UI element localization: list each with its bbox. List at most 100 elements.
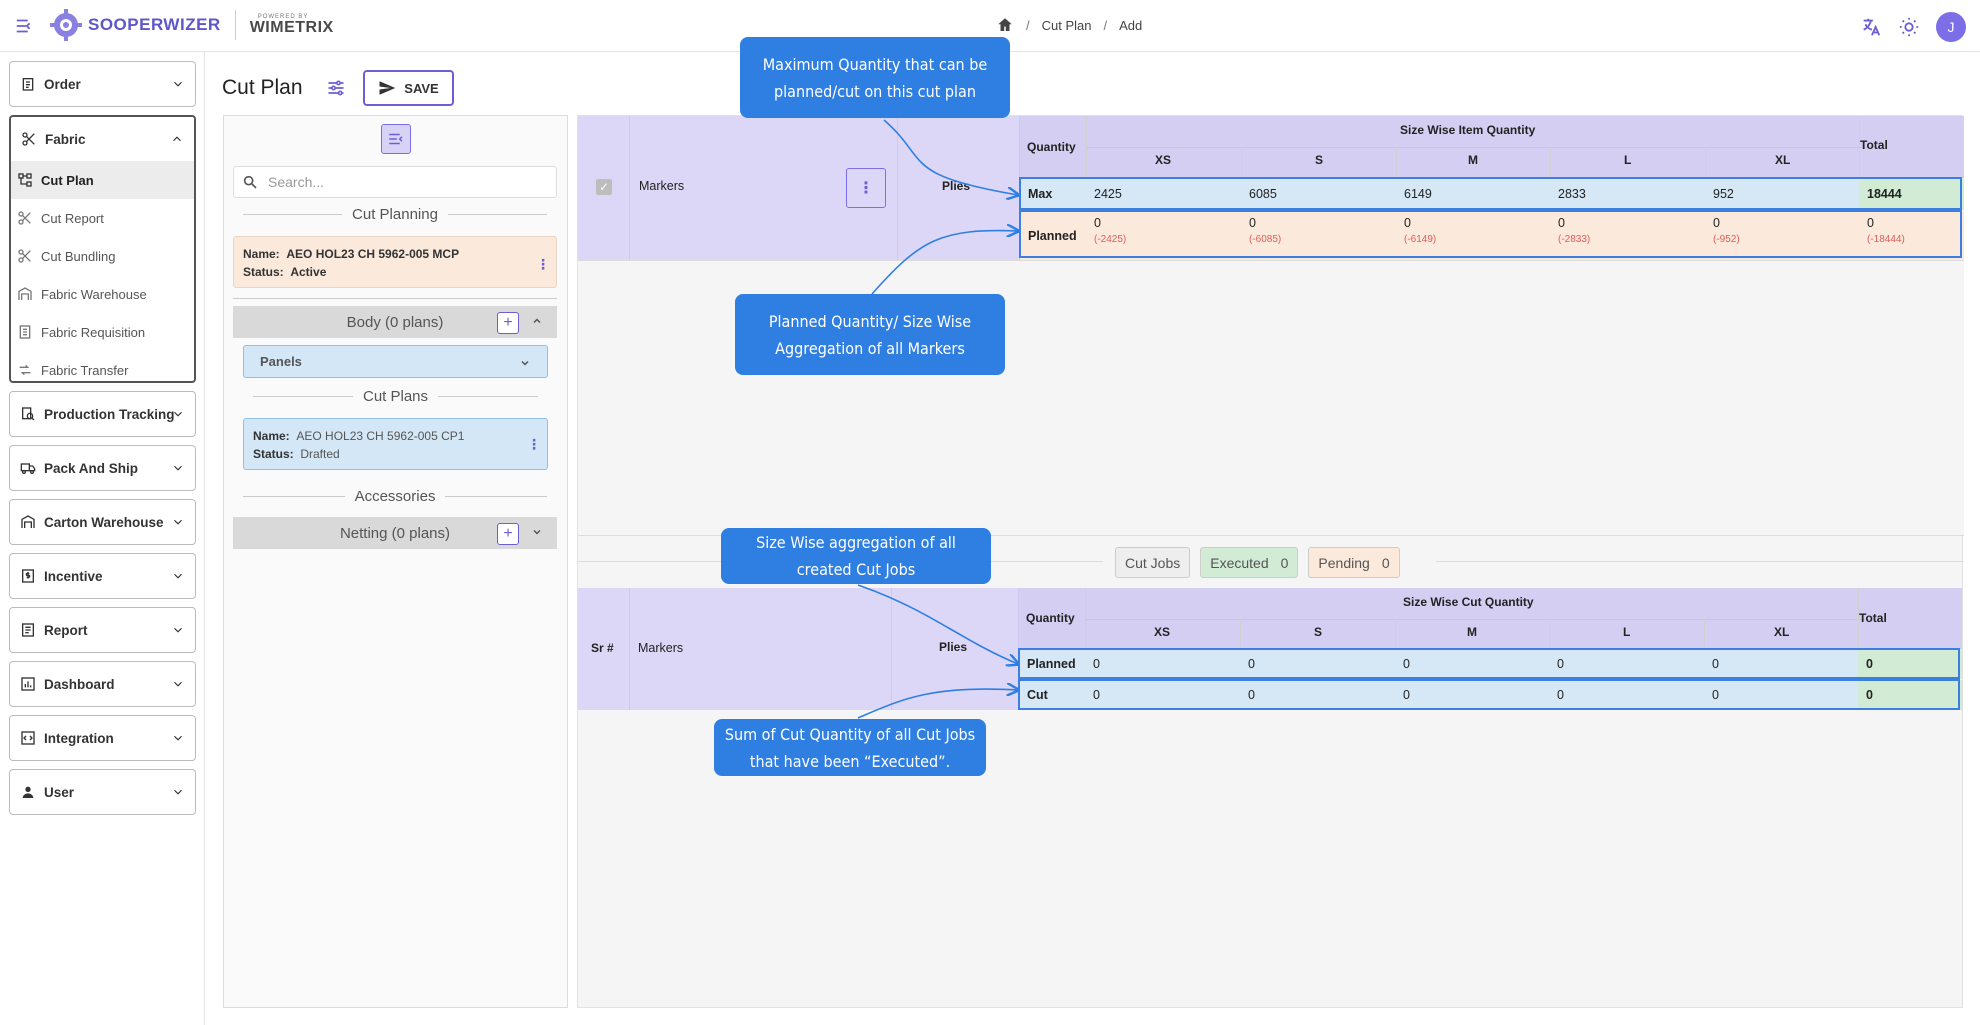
sidebar-item-dashboard[interactable]: Dashboard (9, 661, 196, 707)
bottom-planned-highlight (1018, 648, 1960, 679)
warehouse-icon (18, 287, 32, 300)
cut-plan-icon (18, 173, 32, 187)
bottom-planned-total: 0 (1866, 657, 1873, 671)
planned-l: 0 (1558, 216, 1565, 230)
sidebar-item-cut-bundling[interactable]: Cut Bundling (11, 237, 194, 275)
select-all-checkbox[interactable]: ✓ (596, 179, 612, 195)
report-icon (22, 623, 34, 637)
max-row-label: Max (1028, 187, 1053, 201)
bottom-planned-l: 0 (1557, 657, 1564, 671)
sidebar-item-order[interactable]: Order (9, 61, 196, 107)
sidebar-item-cut-report[interactable]: Cut Report (11, 199, 194, 237)
menu-toggle-icon[interactable] (14, 15, 36, 37)
max-l: 2833 (1558, 187, 1586, 201)
chevron-down-icon (174, 411, 182, 417)
scissors-icon (18, 211, 31, 225)
total-header: Total (1860, 138, 1888, 152)
bottom-planned-label: Planned (1027, 657, 1076, 671)
home-icon[interactable] (996, 16, 1014, 34)
planned-s: 0 (1249, 216, 1256, 230)
sidebar-item-fabric[interactable]: Fabric (11, 117, 194, 161)
sidebar-item-fabric-requisition[interactable]: Fabric Requisition (11, 313, 194, 351)
chevron-down-icon (174, 519, 182, 525)
cut-xl: 0 (1712, 688, 1719, 702)
planned-s-diff: (-6085) (1249, 234, 1282, 245)
theme-sun-icon[interactable] (1898, 16, 1920, 38)
sidebar-item-report[interactable]: Report (9, 607, 196, 653)
size-s-header: S (1315, 153, 1324, 167)
bottom-planned-xl: 0 (1712, 657, 1719, 671)
size-xs-header: XS (1154, 625, 1171, 639)
max-row-highlight (1019, 177, 1962, 210)
cut-total: 0 (1866, 688, 1873, 702)
more-options-icon[interactable]: ⋮ (536, 256, 550, 272)
translate-icon[interactable] (1860, 16, 1882, 38)
body-group-header[interactable]: Body (0 plans) + (233, 306, 557, 338)
cut-plans-heading: Cut Plans (243, 388, 548, 405)
cut-row-label: Cut (1027, 688, 1048, 702)
add-plan-button[interactable]: + (497, 523, 519, 545)
powered-by-logo: POWERED BY WIMETRIX (249, 14, 334, 36)
warehouse-icon (21, 515, 35, 528)
sidebar-item-pack-and-ship[interactable]: Pack And Ship (9, 445, 196, 491)
planned-quantity-callout: Planned Quantity/ Size Wise Aggregation … (735, 294, 1005, 375)
plies-header: Plies (939, 640, 968, 654)
netting-group-header[interactable]: Netting (0 plans) + (233, 517, 557, 549)
chevron-down-icon (174, 627, 182, 633)
max-total: 18444 (1867, 187, 1902, 201)
more-options-icon[interactable]: ⋮ (527, 436, 541, 452)
cut-l: 0 (1557, 688, 1564, 702)
cut-planning-heading: Cut Planning (233, 206, 557, 223)
planned-row-highlight (1019, 210, 1962, 258)
app-logo[interactable]: SOOPERWIZER POWERED BY WIMETRIX (50, 9, 334, 41)
gear-logo-icon (50, 9, 82, 41)
planned-xs: 0 (1094, 216, 1101, 230)
sidebar-group-fabric: Fabric Cut Plan Cut Report Cut Bundling … (9, 115, 196, 383)
sidebar-item-fabric-transfer[interactable]: Fabric Transfer (11, 351, 194, 389)
avatar[interactable]: J (1936, 12, 1966, 42)
size-l-header: L (1624, 153, 1632, 167)
sidebar-item-production-tracking[interactable]: Production Tracking (9, 391, 196, 437)
plies-header: Plies (942, 179, 971, 193)
transfer-icon (19, 364, 31, 376)
sidebar-item-cut-plan[interactable]: Cut Plan (11, 161, 194, 199)
sidebar-item-integration[interactable]: Integration (9, 715, 196, 761)
dollar-doc-icon (22, 569, 34, 583)
chevron-up-icon (173, 136, 181, 142)
sidebar-item-incentive[interactable]: Incentive (9, 553, 196, 599)
search-input[interactable]: Search... (233, 166, 557, 198)
size-xl-header: XL (1775, 153, 1791, 167)
sidebar: Order Fabric Cut Plan Cut Report Cut Bun… (0, 52, 205, 1025)
collapse-menu-icon (389, 133, 403, 145)
bottom-planned-xs: 0 (1093, 657, 1100, 671)
sidebar-item-carton-warehouse[interactable]: Carton Warehouse (9, 499, 196, 545)
panels-select[interactable]: Panels (243, 345, 548, 378)
sidebar-item-fabric-warehouse[interactable]: Fabric Warehouse (11, 275, 194, 313)
breadcrumb-add: Add (1119, 17, 1143, 33)
chevron-down-icon (174, 81, 182, 87)
breadcrumb-cut-plan[interactable]: Cut Plan (1041, 17, 1092, 33)
size-wise-cut-header: Size Wise Cut Quantity (1403, 595, 1534, 609)
truck-icon (20, 463, 36, 474)
chevron-down-icon (174, 681, 182, 687)
cut-planning-panel: Search... Cut Planning Name: AEO HOL23 C… (223, 115, 568, 1008)
mcp-card[interactable]: Name: AEO HOL23 CH 5962-005 MCP Status: … (233, 236, 557, 288)
collapse-panel-button[interactable] (381, 124, 411, 154)
planned-xs-diff: (-2425) (1094, 234, 1127, 245)
chevron-down-icon (174, 573, 182, 579)
cut-xs: 0 (1093, 688, 1100, 702)
add-plan-button[interactable]: + (497, 312, 519, 334)
tune-settings-icon[interactable] (326, 78, 346, 98)
chevron-down-icon (533, 529, 541, 535)
chevron-down-icon (174, 735, 182, 741)
cut-plan-card[interactable]: Name: AEO HOL23 CH 5962-005 CP1 Status: … (243, 418, 548, 470)
sidebar-item-user[interactable]: User (9, 769, 196, 815)
bottom-planned-s: 0 (1248, 657, 1255, 671)
cut-jobs-chip[interactable]: Cut Jobs (1115, 547, 1191, 578)
planned-total: 0 (1867, 216, 1874, 230)
markers-menu-button[interactable]: ⋮ (846, 168, 886, 208)
save-button[interactable]: SAVE (363, 70, 454, 106)
